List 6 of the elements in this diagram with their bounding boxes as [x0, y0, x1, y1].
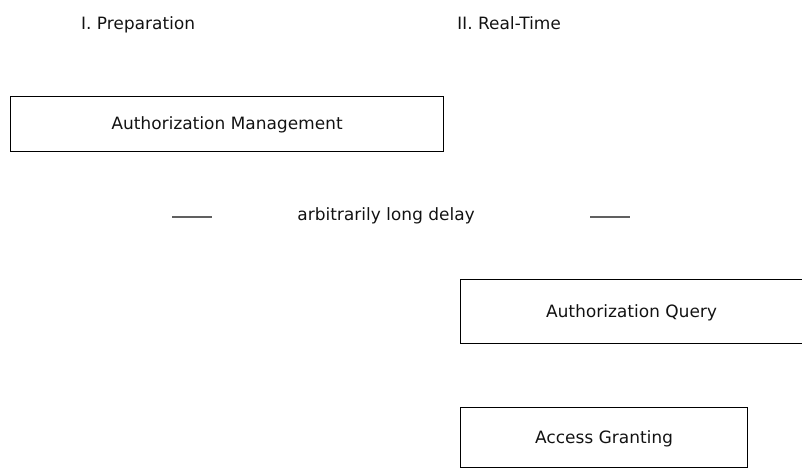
section-heading: II. Real-Time: [457, 14, 561, 34]
delay-note: arbitrarily long delay: [297, 205, 475, 225]
section-heading: I. Preparation: [80, 14, 196, 34]
process-box: Authorization Query: [460, 279, 802, 344]
process-box: Authorization Management: [10, 96, 444, 152]
process-box: Access Granting: [460, 407, 748, 468]
